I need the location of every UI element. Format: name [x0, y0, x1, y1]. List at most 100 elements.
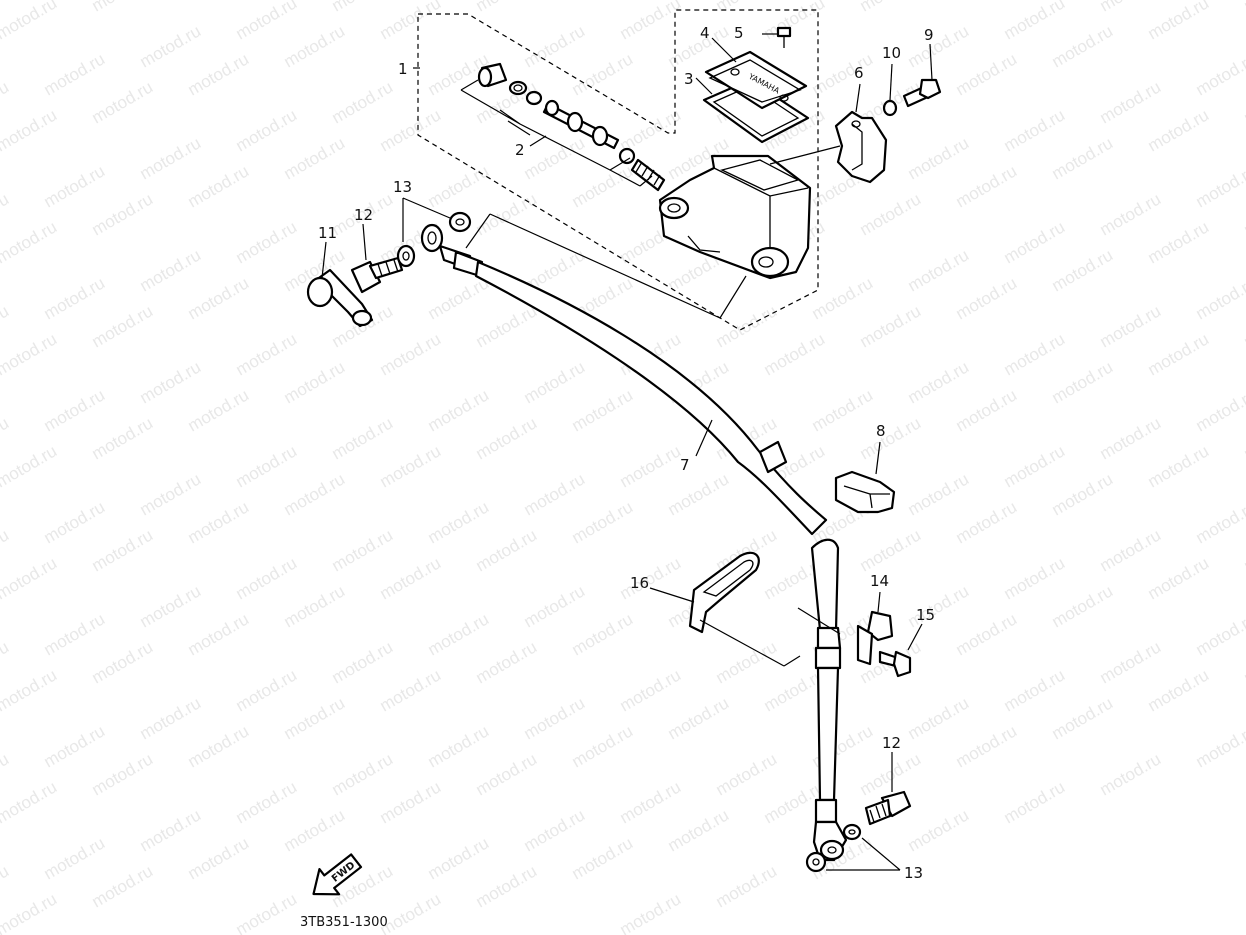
- watermark-text: motod.ru: [713, 749, 781, 799]
- cap-screw-hole: [730, 68, 740, 76]
- watermark-text: motod.ru: [281, 469, 349, 519]
- drawing-code: 3TB351-1300: [300, 915, 388, 930]
- watermark-text: motod.ru: [377, 0, 445, 43]
- watermark-text: motod.ru: [425, 497, 493, 547]
- watermark-text: motod.ru: [1193, 609, 1246, 659]
- callout-16: 16: [630, 574, 649, 592]
- watermark-text: motod.ru: [233, 329, 301, 379]
- watermark-text: motod.ru: [953, 609, 1021, 659]
- watermark-text: motod.ru: [137, 805, 205, 855]
- watermark-text: motod.ru: [1049, 245, 1117, 295]
- watermark-text: motod.ru: [1193, 497, 1246, 547]
- watermark-text: motod.ru: [41, 385, 109, 435]
- watermark-text: motod.ru: [185, 385, 253, 435]
- watermark-text: motod.ru: [857, 525, 925, 575]
- watermark-text: motod.ru: [905, 469, 973, 519]
- watermark-text: motod.ru: [1145, 217, 1213, 267]
- watermark-text: motod.ru: [665, 805, 733, 855]
- watermark-text: motod.ru: [665, 693, 733, 743]
- watermark-text: motod.ru: [1241, 301, 1246, 351]
- watermark-text: motod.ru: [0, 553, 60, 603]
- watermark-text: motod.ru: [1001, 553, 1069, 603]
- watermark-text: motod.ru: [905, 581, 973, 631]
- watermark-text: motod.ru: [521, 469, 589, 519]
- watermark-text: motod.ru: [41, 161, 109, 211]
- watermark-text: motod.ru: [1145, 665, 1213, 715]
- watermark-text: motod.ru: [1049, 581, 1117, 631]
- watermark-text: motod.ru: [137, 21, 205, 71]
- watermark-text: motod.ru: [953, 161, 1021, 211]
- holder-bolt: [902, 78, 942, 108]
- watermark-text: motod.ru: [0, 217, 60, 267]
- watermark-text: motod.ru: [425, 833, 493, 883]
- watermark-text: motod.ru: [1145, 441, 1213, 491]
- watermark-text: motod.ru: [569, 161, 637, 211]
- watermark-text: motod.ru: [41, 721, 109, 771]
- copper-washer-c: [842, 823, 862, 841]
- watermark-text: motod.ru: [1193, 161, 1246, 211]
- cap-screw: [776, 26, 792, 48]
- watermark-text: motod.ru: [1097, 525, 1165, 575]
- watermark-text: motod.ru: [89, 637, 157, 687]
- bleed-bolt-top: [350, 256, 404, 294]
- watermark-text: motod.ru: [617, 0, 685, 43]
- watermark-text: motod.ru: [713, 301, 781, 351]
- watermark-text: motod.ru: [473, 525, 541, 575]
- watermark-text: motod.ru: [137, 693, 205, 743]
- watermark-text: motod.ru: [761, 329, 829, 379]
- watermark-text: motod.ru: [1145, 553, 1213, 603]
- watermark-text: motod.ru: [425, 273, 493, 323]
- watermark-text: motod.ru: [329, 749, 397, 799]
- callout-13-bottom: 13: [904, 864, 923, 882]
- watermark-text: motod.ru: [1241, 525, 1246, 575]
- watermark-text: motod.ru: [1097, 0, 1165, 15]
- watermark-text: motod.ru: [0, 889, 60, 935]
- watermark-text: motod.ru: [89, 525, 157, 575]
- watermark-text: motod.ru: [281, 357, 349, 407]
- watermark-text: motod.ru: [89, 301, 157, 351]
- watermark-text: motod.ru: [0, 777, 60, 827]
- watermark-text: motod.ru: [0, 0, 60, 43]
- watermark-text: motod.ru: [473, 749, 541, 799]
- watermark-text: motod.ru: [953, 273, 1021, 323]
- watermark-text: motod.ru: [1001, 0, 1069, 43]
- callout-2: 2: [515, 141, 525, 159]
- watermark-text: motod.ru: [0, 189, 12, 239]
- watermark-text: motod.ru: [617, 441, 685, 491]
- watermark-text: motod.ru: [0, 637, 12, 687]
- watermark-text: motod.ru: [185, 161, 253, 211]
- watermark-text: motod.ru: [809, 385, 877, 435]
- hose-guide: [834, 470, 896, 514]
- callout-4: 4: [700, 24, 710, 42]
- watermark-text: motod.ru: [377, 777, 445, 827]
- watermark-text: motod.ru: [185, 609, 253, 659]
- watermark-text: motod.ru: [1001, 777, 1069, 827]
- watermark-text: motod.ru: [857, 301, 925, 351]
- watermark-text: motod.ru: [1145, 105, 1213, 155]
- watermark-text: motod.ru: [425, 609, 493, 659]
- brake-hose-lower: [810, 538, 848, 862]
- watermark-text: motod.ru: [425, 721, 493, 771]
- watermark-text: motod.ru: [569, 609, 637, 659]
- watermark-text: motod.ru: [1001, 105, 1069, 155]
- watermark-text: motod.ru: [1193, 385, 1246, 435]
- assembly-outline-dashed: [417, 9, 819, 331]
- watermark-text: motod.ru: [425, 161, 493, 211]
- watermark-text: motod.ru: [233, 441, 301, 491]
- watermark-text: motod.ru: [89, 189, 157, 239]
- watermark-text: motod.ru: [1001, 441, 1069, 491]
- watermark-text: motod.ru: [953, 385, 1021, 435]
- watermark-text: motod.ru: [89, 77, 157, 127]
- watermark-text: motod.ru: [185, 273, 253, 323]
- callout-8: 8: [876, 422, 886, 440]
- watermark-text: motod.ru: [857, 189, 925, 239]
- watermark-text: motod.ru: [617, 665, 685, 715]
- watermark-text: motod.ru: [1001, 217, 1069, 267]
- watermark-text: motod.ru: [329, 77, 397, 127]
- watermark-text: motod.ru: [473, 637, 541, 687]
- watermark-text: motod.ru: [0, 329, 60, 379]
- watermark-text: motod.ru: [233, 217, 301, 267]
- watermark-text: motod.ru: [329, 525, 397, 575]
- watermark-text: motod.ru: [1001, 665, 1069, 715]
